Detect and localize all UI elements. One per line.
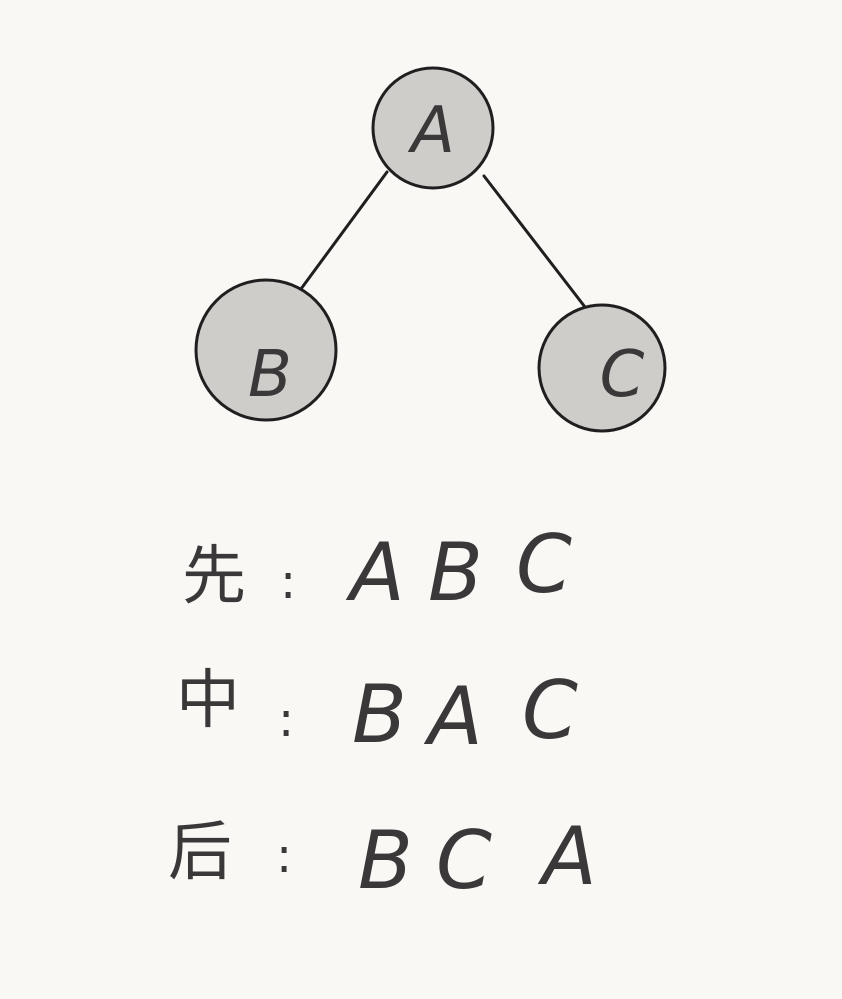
node-c-circle	[537, 303, 667, 433]
node-c: C	[537, 303, 667, 433]
traversal-letter: C	[516, 518, 572, 611]
traversal-letter: C	[522, 664, 578, 757]
traversal-name-inorder: 中	[176, 664, 240, 738]
node-a: A	[371, 66, 495, 190]
node-b-label: B	[248, 338, 292, 412]
node-a-label: A	[407, 94, 455, 168]
traversal-row-inorder: 中 : B A C	[176, 664, 578, 763]
traversal-letter: A	[423, 670, 483, 763]
node-c-label: C	[600, 338, 645, 412]
traversal-row-postorder: 后 : B C A	[168, 810, 597, 907]
traversal-colon: :	[280, 554, 296, 610]
traversal-colon: :	[276, 828, 292, 884]
edge-a-b	[296, 170, 389, 295]
traversal-colon: :	[278, 692, 294, 748]
traversal-name-postorder: 后	[168, 816, 232, 890]
traversal-name-preorder: 先	[182, 540, 246, 614]
traversal-letter: A	[345, 526, 405, 619]
traversal-letter: A	[537, 810, 597, 903]
node-b-circle	[194, 278, 338, 422]
traversal-letter: B	[352, 668, 407, 761]
traversal-letter: B	[358, 814, 413, 907]
traversal-letter: B	[428, 526, 483, 619]
edge-a-c	[482, 174, 597, 322]
node-b: B	[194, 278, 338, 422]
traversal-letter: C	[436, 814, 492, 907]
traversal-row-preorder: 先 : A B C	[182, 518, 572, 619]
node-a-circle	[371, 66, 495, 190]
